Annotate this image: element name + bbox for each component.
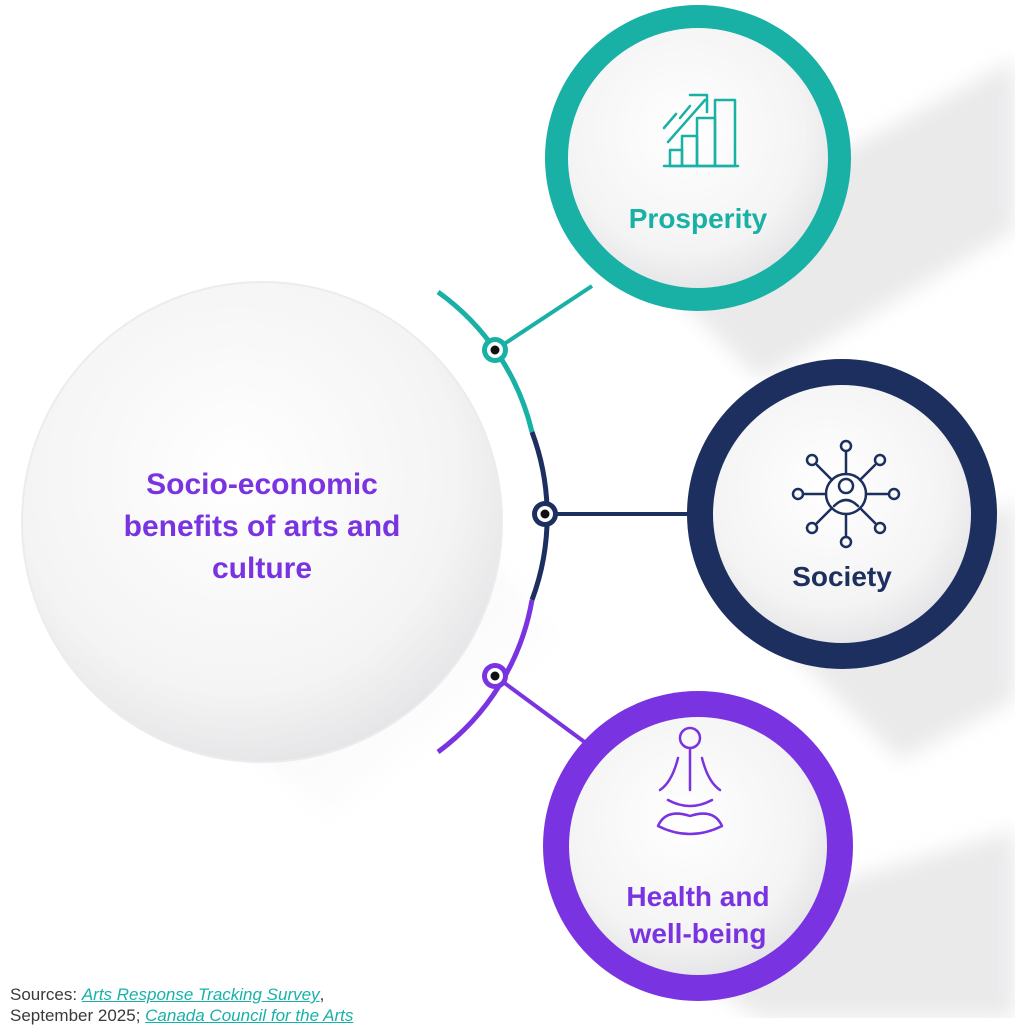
growth-chart-icon [662, 93, 740, 168]
sources-comma: , [319, 985, 325, 1004]
connector-dot-prosperity [482, 337, 508, 363]
center-title: Socio-economic benefits of arts and cult… [92, 464, 432, 590]
sources-note: Sources: Arts Response Tracking Survey, … [10, 984, 490, 1026]
sources-link-survey[interactable]: Arts Response Tracking Survey [81, 985, 320, 1004]
connector-health [493, 674, 592, 748]
network-people-icon [791, 439, 901, 549]
health-label-line2: well-being [629, 918, 767, 949]
connector-prosperity [493, 284, 594, 352]
sources-line2: September 2025; Canada Council for the A… [10, 1005, 490, 1026]
health-label-line1: Health and [626, 881, 770, 912]
sources-date: September 2025; [10, 1006, 146, 1025]
prosperity-label: Prosperity [628, 203, 768, 234]
prosperity-node [545, 5, 1015, 380]
society-label: Society [792, 561, 892, 592]
sources-prefix: Sources: [10, 985, 82, 1004]
sources-link-council[interactable]: Canada Council for the Arts [145, 1006, 354, 1025]
health-node [543, 691, 1015, 1018]
sources-line1: Sources: Arts Response Tracking Survey, [10, 984, 490, 1005]
health-label: Health and well-being [598, 878, 798, 952]
center-title-text: Socio-economic benefits of arts and cult… [123, 468, 401, 585]
connector-dot-health [482, 663, 508, 689]
connector-dot-society [532, 501, 558, 527]
meditation-icon [656, 726, 724, 836]
center-disc [21, 281, 503, 763]
